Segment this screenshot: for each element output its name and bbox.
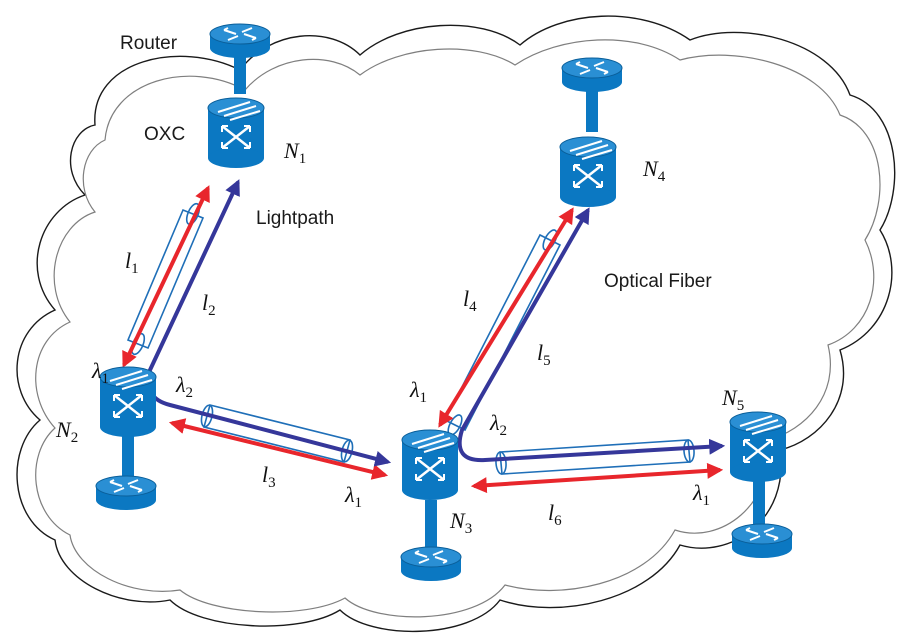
oxc-node-n3-icon [400, 428, 460, 502]
wavelength-label: λ1 [344, 482, 362, 511]
wavelength-label: λ2 [175, 372, 193, 401]
router-icon [209, 23, 271, 59]
router-icon [400, 546, 462, 582]
cloud-outline [16, 15, 896, 632]
link-label-l4: l4 [463, 286, 477, 315]
node-label-n3: N3 [449, 508, 472, 537]
router-icon [561, 57, 623, 93]
node-label-n1: N1 [283, 138, 306, 167]
link-label-l3: l3 [262, 462, 276, 491]
link-label-l5: l5 [537, 340, 551, 369]
lightpath-red-n3-n5 [470, 462, 724, 494]
wavelength-label: λ1 [692, 480, 710, 509]
node-label-n5: N5 [721, 385, 744, 414]
devices [95, 23, 793, 582]
link-label-l6: l6 [548, 500, 562, 529]
lightpath-label: Lightpath [256, 208, 334, 229]
wavelength-label: λ2 [489, 410, 507, 439]
labels: Router OXC Lightpath Optical Fiber N1 N2… [55, 33, 744, 537]
node-label-n2: N2 [55, 417, 78, 446]
wavelength-label: λ1 [91, 358, 109, 387]
lightpath-red-n1-n2 [122, 185, 210, 368]
oxc-label: OXC [144, 124, 185, 145]
node-label-n4: N4 [642, 156, 666, 185]
router-icon [731, 523, 793, 559]
router-label: Router [120, 33, 178, 54]
link-label-l1: l1 [125, 248, 139, 277]
wavelength-label: λ1 [409, 377, 427, 406]
link-label-l2: l2 [202, 290, 216, 319]
oxc-node-n1-icon [206, 96, 266, 170]
lightpath-red-n3-n4 [438, 207, 574, 428]
router-icon [95, 475, 157, 511]
oxc-node-n5-icon [728, 410, 788, 484]
lightpath-blue-n4-n5 [457, 207, 726, 463]
oxc-node-n4-icon [558, 135, 618, 209]
optical-fiber-label: Optical Fiber [604, 271, 712, 292]
